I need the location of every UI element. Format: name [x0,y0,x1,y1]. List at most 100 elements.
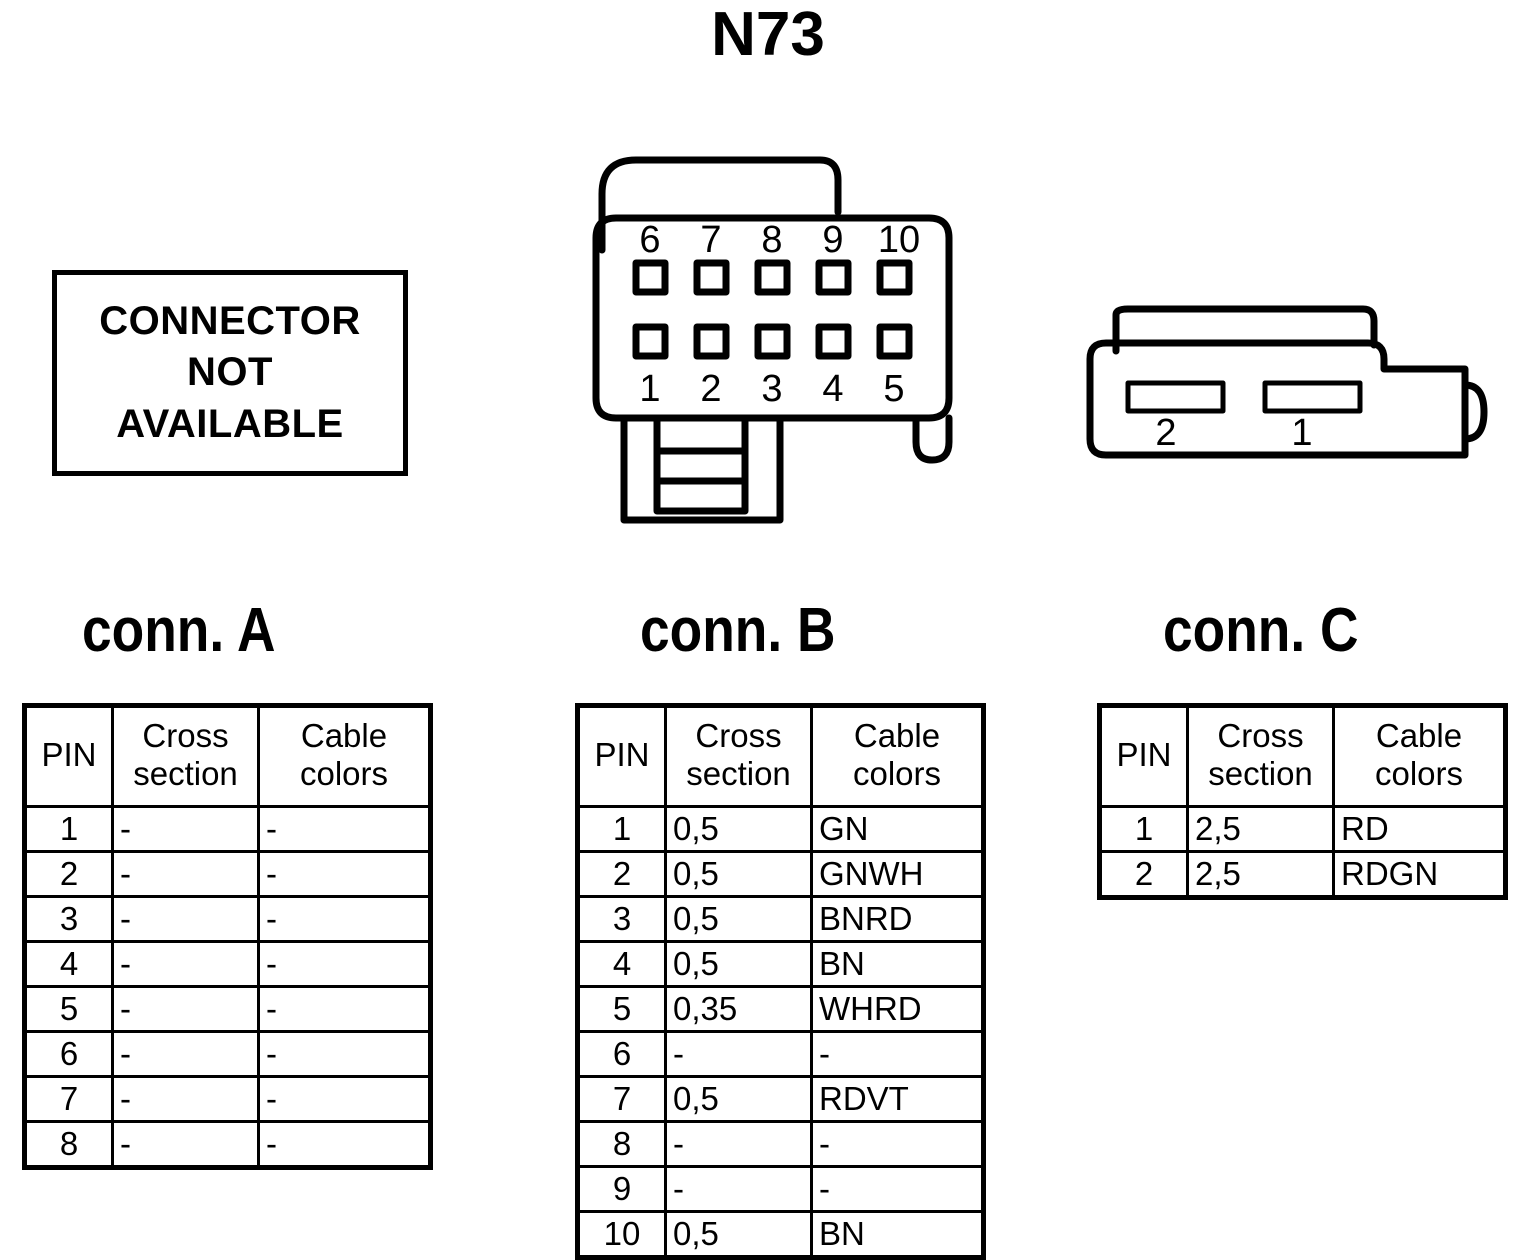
column-header-cross-section-line1: Cross [142,717,229,755]
cell-cross-section: - [111,1120,260,1169]
cell-pin: 3 [23,895,114,943]
table-row: 4-- [23,940,432,988]
connector-c-pin-2-slot [1125,380,1226,414]
connector-b-pin-4-square [815,323,852,360]
connector-b-body-outline [592,214,953,422]
cell-cross-section: - [664,1030,813,1078]
column-header-cable-colors-line1: Cable [1375,717,1463,755]
connector-b-svg: 6 7 8 9 10 1 2 3 4 5 [592,156,953,524]
column-header-pin: PIN [23,704,114,808]
connector-b-pin-8-square [754,259,791,296]
cell-cross-section: - [111,940,260,988]
cell-cable-colors: BN [810,940,985,988]
cell-pin: 6 [576,1030,667,1078]
cell-cable-colors: - [257,1075,432,1123]
connector-b-pin-label-6: 6 [639,219,660,261]
cell-cable-colors: - [257,940,432,988]
cell-pin: 5 [576,985,667,1033]
connector-not-available-line-1: CONNECTOR [99,299,361,344]
connector-c-svg: 2 1 [1086,305,1488,459]
column-header-pin: PIN [576,704,667,808]
cell-cross-section: 0,5 [664,850,813,898]
cell-cable-colors: BN [810,1210,985,1259]
cell-cable-colors: RDVT [810,1075,985,1123]
cell-cable-colors: - [257,1030,432,1078]
connector-b-pin-9-square [815,259,852,296]
connector-c-latch-outline [1112,305,1378,355]
connector-b-pin-label-3: 3 [761,368,782,410]
table-row: 8-- [576,1120,985,1168]
cell-cross-section: 0,5 [664,1210,813,1259]
cell-cable-colors: - [257,985,432,1033]
connector-b-pin-label-5: 5 [883,368,904,410]
cell-pin: 1 [576,805,667,853]
column-header-cable-colors: Cable colors [257,704,432,808]
table-row: 6-- [23,1030,432,1078]
cell-cross-section: 0,5 [664,805,813,853]
cell-cross-section: - [111,1030,260,1078]
table-row: 9-- [576,1165,985,1213]
cell-cable-colors: WHRD [810,985,985,1033]
column-header-cross-section: Cross section [111,704,260,808]
cell-cable-colors: - [257,805,432,853]
connector-b-pin-label-1: 1 [639,368,660,410]
cell-cross-section: - [111,985,260,1033]
connector-b-pin-6-square [632,259,669,296]
connector-c-pin-1-slot [1262,380,1363,414]
column-header-cross-section-line2: section [1208,755,1313,792]
connector-b-drawing: 6 7 8 9 10 1 2 3 4 5 [580,140,980,540]
cell-cross-section: - [111,805,260,853]
cell-pin: 1 [1098,805,1189,853]
connector-b-skirt-outline [620,414,784,524]
connector-b-pin-label-2: 2 [700,368,721,410]
cell-cable-colors: GNWH [810,850,985,898]
cell-cross-section: 0,5 [664,940,813,988]
cell-pin: 8 [23,1120,114,1169]
cell-pin: 2 [23,850,114,898]
column-header-cable-colors-line1: Cable [853,717,941,755]
column-header-cross-section-line1: Cross [1217,717,1304,755]
connector-b-side-tab [912,414,953,464]
conn-a-table-body: 1--2--3--4--5--6--7--8-- [23,805,432,1169]
table-header-row: PIN Cross section Cable colors [1098,704,1507,808]
column-header-cable-colors-line1: Cable [300,717,388,755]
column-header-cable-colors: Cable colors [810,704,985,808]
column-header-cable-colors: Cable colors [1332,704,1507,808]
column-header-cross-section-line1: Cross [695,717,782,755]
column-header-cross-section: Cross section [664,704,813,808]
connector-b-pin-7-square [693,259,730,296]
table-header-row: PIN Cross section Cable colors [576,704,985,808]
cell-pin: 2 [576,850,667,898]
cell-pin: 9 [576,1165,667,1213]
table-row: 3-- [23,895,432,943]
cell-cross-section: - [111,895,260,943]
cell-pin: 7 [576,1075,667,1123]
cell-cable-colors: - [257,850,432,898]
conn-b-heading: conn. B [640,596,836,665]
connector-b-keyway-block [653,414,749,515]
table-row: 2-- [23,850,432,898]
table-header-row: PIN Cross section Cable colors [23,704,432,808]
conn-c-heading: conn. C [1163,596,1359,665]
connector-b-pin-1-square [632,323,669,360]
connector-c-end-bump [1461,381,1488,443]
connector-b-pin-2-square [693,323,730,360]
column-header-cross-section-line2: section [686,755,791,792]
connector-b-pin-label-9: 9 [822,219,843,261]
cell-pin: 4 [576,940,667,988]
table-row: 6-- [576,1030,985,1078]
conn-a-table: PIN Cross section Cable colors 1--2--3--… [22,703,433,1170]
column-header-cable-colors-line2: colors [1374,755,1464,792]
cell-cable-colors: BNRD [810,895,985,943]
column-header-cable-colors-line2: colors [299,755,389,792]
